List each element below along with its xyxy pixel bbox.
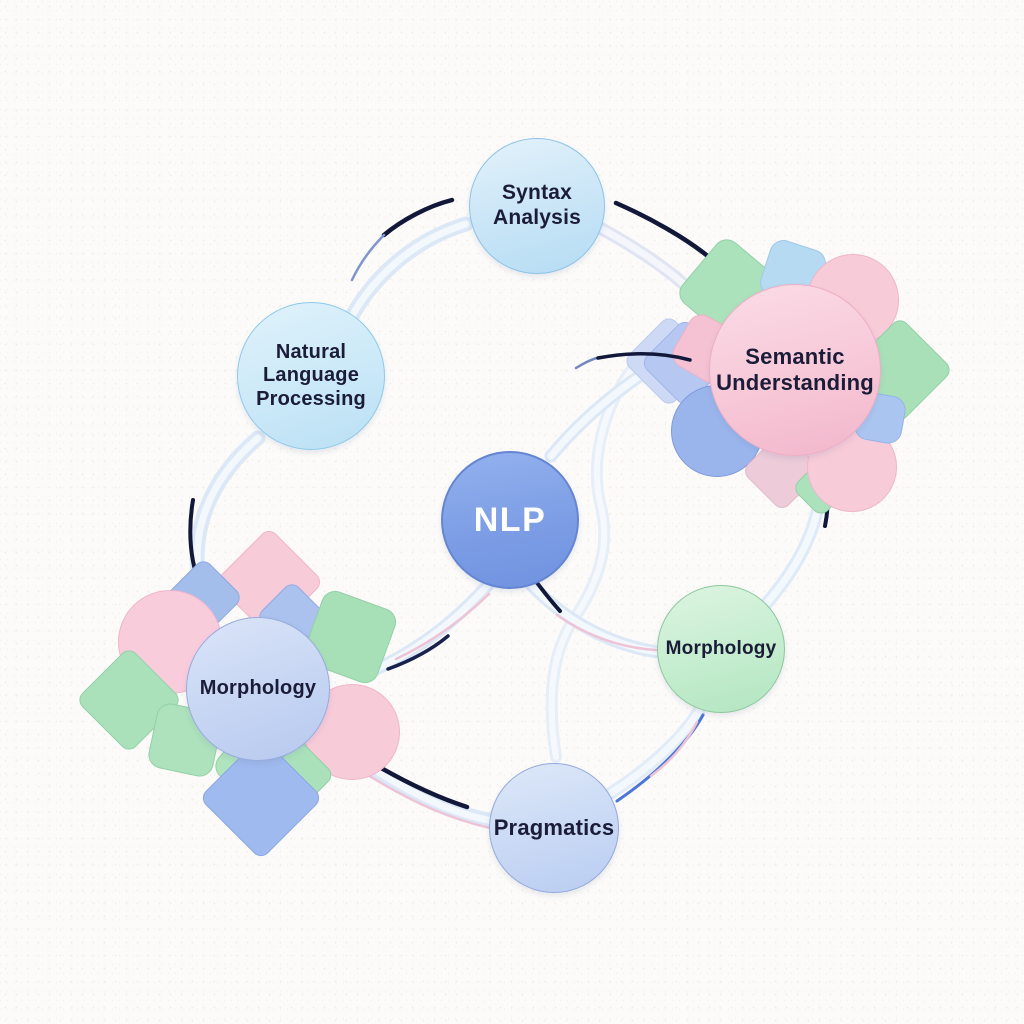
arc-semantic-to-pragmatics <box>545 349 649 763</box>
arc-syntax-to-nlp-full <box>344 197 474 324</box>
node-label: Natural <box>275 340 347 363</box>
node-label: Processing <box>256 387 366 410</box>
node-syntax-analysis: Syntax Analysis <box>469 138 605 274</box>
node-label: Syntax <box>501 181 573 205</box>
node-label: Understanding <box>716 370 874 395</box>
node-semantic-understanding: Semantic Understanding <box>709 284 881 456</box>
node-nlp-center: NLP <box>441 451 579 589</box>
node-natural-language-processing: Natural Language Processing <box>237 302 385 450</box>
node-label: NLP <box>473 500 547 539</box>
node-label: Semantic <box>745 344 845 370</box>
node-pragmatics: Pragmatics <box>489 763 619 893</box>
node-morphology-left: Morphology <box>186 617 330 761</box>
arc-semantic-to-center-navy <box>596 352 692 362</box>
node-label: Pragmatics <box>493 815 615 841</box>
node-label: Morphology <box>665 637 777 659</box>
arc-pragmatics-to-morphology-right <box>604 704 706 803</box>
arc-center-to-morphology-right <box>517 570 665 659</box>
node-label: Language <box>262 364 360 387</box>
node-label: Morphology <box>199 677 317 700</box>
node-label: Analysis <box>493 206 581 229</box>
node-morphology-right: Morphology <box>657 585 785 713</box>
